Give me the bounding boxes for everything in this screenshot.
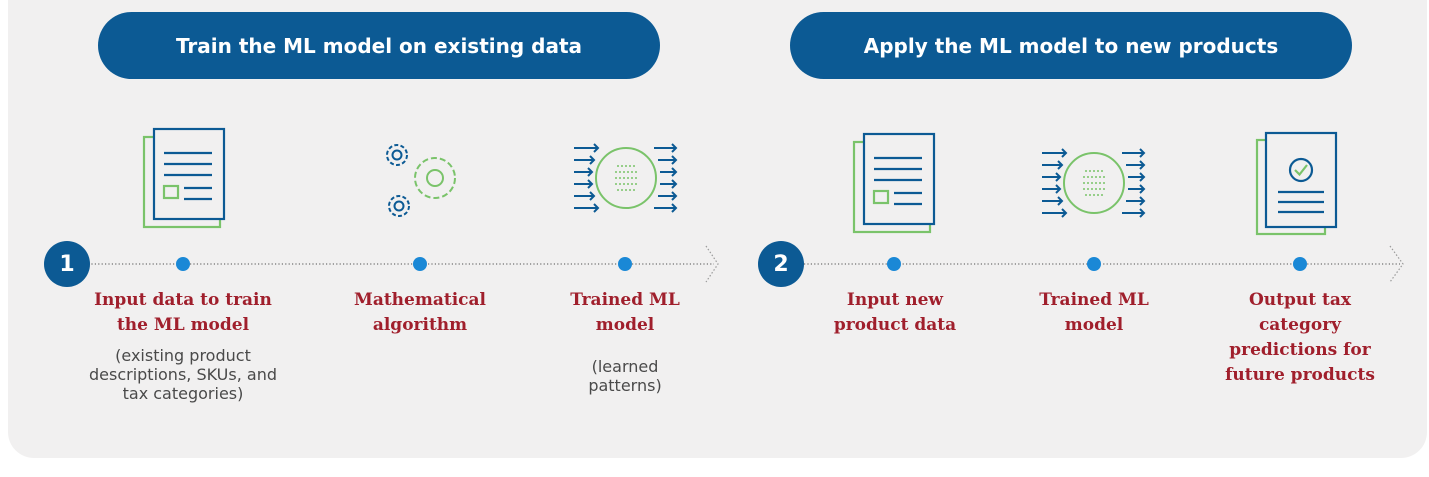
step-label-line: algorithm (372, 315, 468, 335)
timeline-dot (1087, 257, 1101, 271)
step-label: Trained ML model (545, 288, 705, 338)
step-description: (existing product descriptions, SKUs, an… (73, 346, 293, 403)
checked-document-icon (1255, 131, 1338, 236)
apply-header-label: Apply the ML model to new products (863, 33, 1279, 58)
document-icon (852, 132, 936, 234)
step-description-line: tax categories) (122, 384, 244, 403)
step-description-line: patterns) (588, 376, 662, 395)
apply-header: Apply the ML model to new products (790, 12, 1352, 79)
step-label: Mathematical algorithm (330, 288, 510, 338)
train-header-label: Train the ML model on existing data (175, 33, 583, 58)
document-icon (142, 127, 226, 229)
train-header: Train the ML model on existing data (98, 12, 660, 79)
gears-icon (386, 144, 456, 217)
step-description-line: (existing product (115, 346, 251, 365)
step-label-line: predictions for (1229, 340, 1371, 360)
step-label-line: model (1064, 315, 1124, 335)
step-label: Input new product data (815, 288, 975, 338)
step-label: Output tax category predictions for futu… (1215, 288, 1385, 388)
step-label: Input data to train the ML model (73, 288, 293, 338)
step-label-line: Trained ML (570, 290, 680, 310)
step-description-line: (learned (591, 357, 659, 376)
step-label-line: Mathematical (354, 290, 486, 310)
timeline-dot (618, 257, 632, 271)
step-2-badge: 2 (758, 241, 804, 287)
step-label: Trained ML model (1014, 288, 1174, 338)
step-label-line: product data (833, 315, 957, 335)
step-1-number: 1 (59, 251, 75, 277)
step-label-line: future products (1225, 365, 1375, 385)
neural-model-icon (574, 143, 678, 213)
apply-timeline-arrowhead (1389, 245, 1404, 283)
step-label-line: Output tax (1248, 290, 1352, 310)
step-label-line: category (1258, 315, 1342, 335)
neural-model-icon (1042, 148, 1146, 218)
step-label-line: model (595, 315, 655, 335)
timeline-dot (887, 257, 901, 271)
step-label-line: the ML model (116, 315, 250, 335)
step-description: (learned patterns) (545, 357, 705, 395)
step-1-badge: 1 (44, 241, 90, 287)
step-description-line: descriptions, SKUs, and (88, 365, 277, 384)
step-label-line: Input new (846, 290, 944, 310)
step-2-number: 2 (773, 251, 789, 277)
timeline-dot (176, 257, 190, 271)
step-label-line: Input data to train (94, 290, 272, 310)
train-timeline-arrowhead (705, 245, 719, 283)
timeline-dot (1293, 257, 1307, 271)
step-label-line: Trained ML (1039, 290, 1149, 310)
timeline-dot (413, 257, 427, 271)
